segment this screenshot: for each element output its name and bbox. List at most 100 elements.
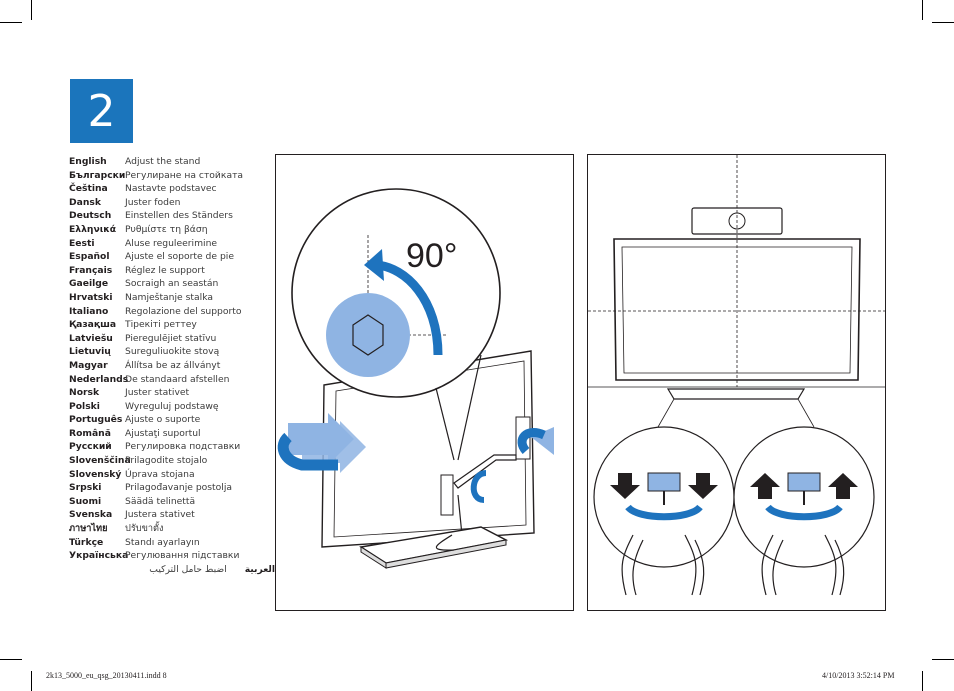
language-instruction: Adjust the stand (125, 156, 201, 167)
language-row: English Adjust the stand (69, 155, 275, 169)
language-name: Български (69, 169, 126, 181)
crop-mark (932, 22, 954, 23)
language-name: Suomi (69, 495, 102, 507)
language-instruction: Standı ayarlayın (125, 536, 200, 548)
language-instruction: Juster stativet (125, 387, 190, 399)
language-name: Slovenščina (69, 455, 131, 467)
rotate-stand-illustration: 90° (277, 188, 554, 569)
language-instruction: Einstellen des Ständers (125, 210, 233, 222)
language-name: Slovenský (69, 468, 122, 480)
language-row: Gaeilge Socraigh an seastán (69, 277, 275, 291)
language-instruction: De standaard afstellen (125, 373, 230, 385)
crop-mark (922, 671, 923, 691)
language-name: Magyar (69, 359, 108, 371)
language-row: Türkçe Standı ayarlayın (69, 536, 275, 550)
language-instruction: Namještanje stalka (125, 291, 213, 303)
crop-mark (31, 671, 32, 691)
rotation-angle-label: 90° (406, 237, 457, 275)
language-instruction: Prilagođavanje postolja (125, 482, 233, 494)
language-instruction: Регулювання підставки (125, 550, 240, 562)
language-instruction: Prilagodite stojalo (125, 455, 208, 467)
language-row: Русский Регулировка подставки (69, 440, 275, 454)
language-name: Eesti (69, 237, 95, 249)
language-row: ภาษาไทย ปรับขาตั้ง (69, 522, 275, 536)
language-instruction: Регулиране на стойката (125, 169, 244, 181)
language-name: Türkçe (69, 536, 104, 548)
language-instruction: Justera stativet (125, 509, 195, 521)
language-name: Русский (69, 441, 112, 453)
crop-mark (922, 0, 923, 20)
language-instruction: Sureguliuokite stovą (125, 346, 220, 358)
language-instruction: Réglez le support (125, 264, 205, 276)
language-instruction: Úprava stojana (125, 468, 195, 480)
language-instruction: Тірекіті реттеу (125, 319, 197, 331)
language-name: Українська (69, 550, 129, 562)
language-row: Français Réglez le support (69, 264, 275, 278)
language-row: Polski Wyreguluj podstawę (69, 400, 275, 414)
language-row: العربية اضبط حامل التركيب (69, 563, 275, 577)
language-instruction: Socraigh an seastán (125, 278, 219, 290)
language-name: Svenska (69, 509, 113, 521)
language-row: Dansk Juster foden (69, 196, 275, 210)
language-name: Ελληνικά (69, 223, 117, 235)
language-name: Srpski (69, 482, 102, 494)
language-name: Dansk (69, 196, 101, 208)
language-instruction: Регулировка подставки (125, 441, 241, 453)
language-row: Suomi Säädä telinettä (69, 495, 275, 509)
language-name: Gaeilge (69, 278, 109, 290)
language-name: Hrvatski (69, 291, 113, 303)
language-row: Қазақша Тірекіті реттеу (69, 318, 275, 332)
language-instruction: Ajustaţi suportul (125, 427, 201, 439)
language-name: Norsk (69, 387, 100, 399)
language-instruction: Säädä telinettä (125, 495, 196, 507)
language-name: Polski (69, 400, 100, 412)
language-row: Norsk Juster stativet (69, 386, 275, 400)
language-name: العربية (244, 563, 275, 575)
language-instruction: Juster foden (125, 196, 181, 208)
language-name: Deutsch (69, 210, 112, 222)
language-instruction: Wyreguluj podstawę (125, 400, 219, 412)
language-row: Italiano Regolazione del supporto (69, 305, 275, 319)
step-number-badge: 2 (70, 79, 133, 143)
language-name: Italiano (69, 305, 109, 317)
illustration-panel-level (587, 154, 886, 611)
language-row: Deutsch Einstellen des Ständers (69, 209, 275, 223)
language-row: Srpski Prilagođavanje postolja (69, 481, 275, 495)
language-instruction: Regolazione del supporto (125, 305, 242, 317)
crop-mark (932, 659, 954, 660)
language-name: Español (69, 251, 110, 263)
illustration-panel-rotate: 90° (275, 154, 574, 611)
language-instruction: Pieregulējiet statīvu (125, 332, 217, 344)
language-instruction: اضبط حامل التركيب (149, 563, 227, 575)
language-name: English (69, 156, 107, 167)
language-name: Nederlands (69, 373, 129, 385)
crop-mark (31, 0, 32, 20)
language-instruction: Ajuste el soporte de pie (125, 251, 235, 263)
language-row: Svenska Justera stativet (69, 508, 275, 522)
footer-right: 4/10/2013 3:52:14 PM (822, 671, 895, 680)
language-name: Français (69, 264, 113, 276)
language-name: Қазақша (69, 319, 117, 331)
language-row: Español Ajuste el soporte de pie (69, 250, 275, 264)
language-name: Português (69, 414, 123, 426)
level-stand-illustration (588, 155, 885, 596)
language-instruction: Ρυθμίστε τη βάση (125, 223, 208, 235)
language-name: Latviešu (69, 332, 113, 344)
language-instruction: Ajuste o suporte (125, 414, 201, 426)
crop-mark (0, 659, 22, 660)
language-row: Latviešu Pieregulējiet statīvu (69, 332, 275, 346)
language-name: ภาษาไทย (69, 523, 108, 535)
crop-mark (0, 22, 22, 23)
language-instruction: ปรับขาตั้ง (125, 523, 164, 535)
language-instruction: Nastavte podstavec (125, 183, 217, 195)
